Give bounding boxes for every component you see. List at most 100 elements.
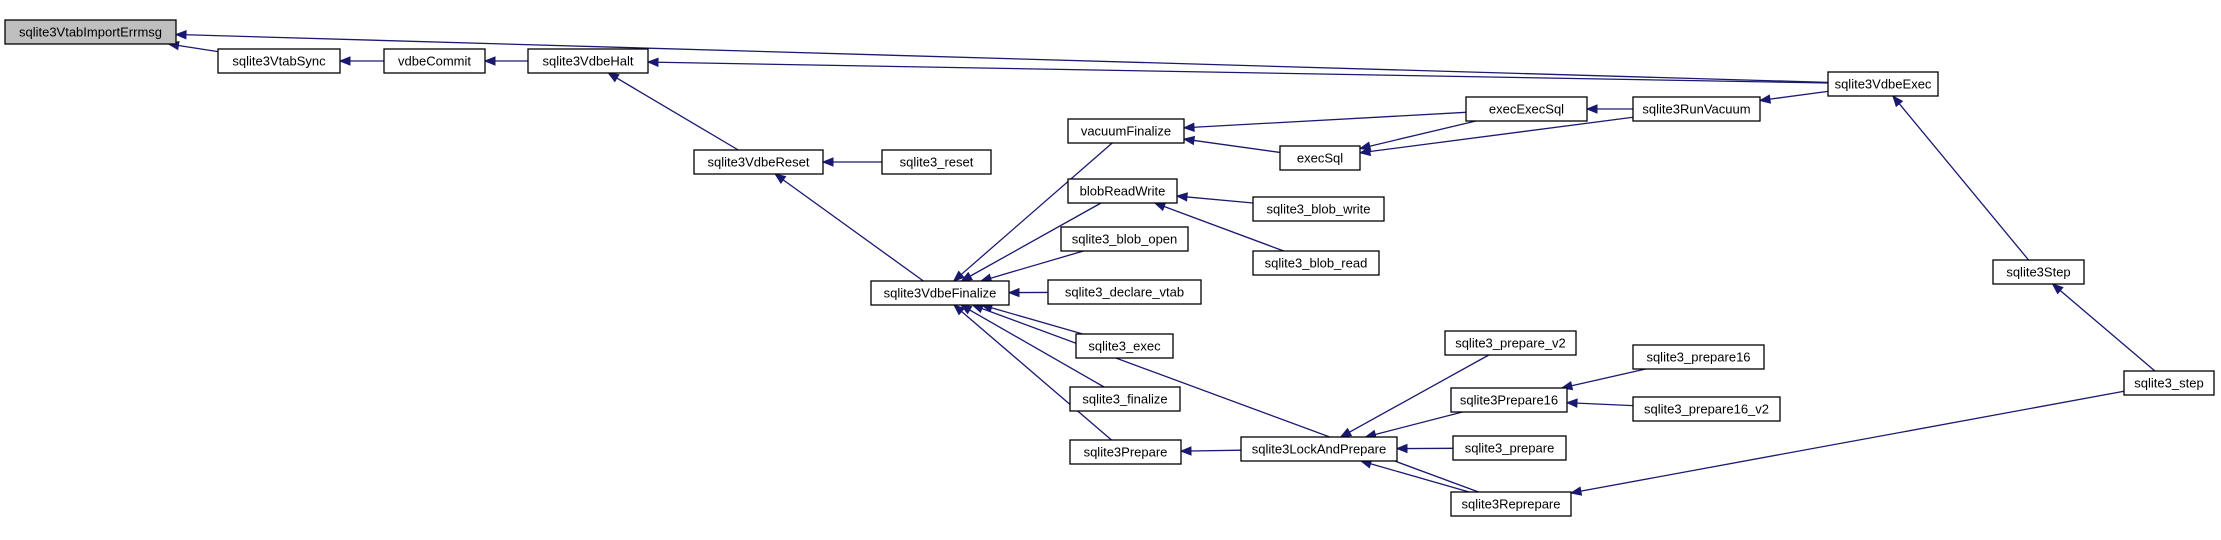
node-sqlite3-step[interactable]: sqlite3_step bbox=[2123, 370, 2215, 396]
node-sqlite3vtabimporterrmsg[interactable]: sqlite3VtabImportErrmsg bbox=[4, 19, 177, 45]
edge-line bbox=[960, 142, 1113, 275]
edge-sqlite3-finalize-to-sqlite3vdbefinalize bbox=[959, 304, 1105, 388]
node-sqlite3prepare[interactable]: sqlite3Prepare bbox=[1069, 439, 1182, 465]
node-sqlite3-prepare[interactable]: sqlite3_prepare bbox=[1452, 435, 1567, 461]
arrowhead-icon bbox=[1182, 122, 1195, 132]
node-label: sqlite3_step bbox=[2134, 376, 2203, 391]
node-sqlite3vdbehalt[interactable]: sqlite3VdbeHalt bbox=[527, 48, 649, 74]
edge-sqlite3-blob-open-to-sqlite3vdbefinalize bbox=[979, 250, 1084, 283]
edge-sqlite3-prepare16-to-sqlite3prepare16 bbox=[1560, 368, 1646, 391]
node-box bbox=[527, 48, 649, 74]
node-label: blobReadWrite bbox=[1080, 184, 1166, 199]
arrowhead-icon bbox=[338, 56, 351, 66]
edge-sqlite3-prepare-to-sqlite3lockandprepare bbox=[1395, 443, 1454, 454]
arrowhead-icon bbox=[960, 271, 973, 282]
edge-sqlite3lockandprepare-to-sqlite3prepare bbox=[1179, 446, 1242, 456]
arrowhead-icon bbox=[1175, 192, 1188, 202]
edge-vdbecommit-to-sqlite3vtabsync bbox=[338, 56, 384, 66]
edge-line bbox=[1571, 368, 1646, 387]
edge-line bbox=[782, 179, 924, 282]
arrowhead-icon bbox=[821, 157, 834, 167]
node-sqlite3vdbereset[interactable]: sqlite3VdbeReset bbox=[693, 149, 824, 175]
edge-line bbox=[1190, 449, 1242, 452]
edge-sqlite3prepare-to-sqlite3vdbefinalize bbox=[952, 304, 1112, 441]
node-label: sqlite3_reset bbox=[900, 155, 974, 170]
edge-vacuumfinalize-to-sqlite3vdbefinalize bbox=[952, 142, 1113, 282]
node-box bbox=[1632, 96, 1761, 122]
arrowhead-icon bbox=[1758, 94, 1772, 104]
node-box bbox=[1240, 436, 1398, 462]
node-label: execSql bbox=[1297, 151, 1343, 166]
arrowhead-icon bbox=[2051, 283, 2064, 295]
node-label: sqlite3_blob_read bbox=[1265, 256, 1368, 271]
node-sqlite3prepare16[interactable]: sqlite3Prepare16 bbox=[1450, 387, 1568, 413]
edge-line bbox=[1193, 111, 1467, 128]
node-sqlite3-finalize[interactable]: sqlite3_finalize bbox=[1069, 386, 1181, 412]
edge-line bbox=[1369, 120, 1477, 147]
node-sqlite3reprepare[interactable]: sqlite3Reprepare bbox=[1450, 491, 1572, 517]
edge-execexecsql-to-vacuumfinalize bbox=[1182, 111, 1467, 132]
node-box bbox=[870, 280, 1010, 306]
node-box bbox=[1632, 344, 1765, 370]
edge-sqlite3-exec-to-sqlite3vdbefinalize bbox=[980, 303, 1083, 335]
node-sqlite3vdbefinalize[interactable]: sqlite3VdbeFinalize bbox=[870, 280, 1010, 306]
node-blobreadwrite[interactable]: blobReadWrite bbox=[1067, 178, 1178, 204]
node-box bbox=[383, 48, 486, 74]
arrowhead-icon bbox=[1395, 443, 1408, 454]
node-label: sqlite3VdbeExec bbox=[1835, 77, 1932, 92]
node-box bbox=[1992, 259, 2085, 285]
node-box bbox=[1444, 330, 1577, 356]
node-sqlite3-prepare16-v2[interactable]: sqlite3_prepare16_v2 bbox=[1632, 396, 1781, 422]
node-label: vdbeCommit bbox=[398, 54, 471, 69]
node-sqlite3-exec[interactable]: sqlite3_exec bbox=[1075, 333, 1174, 359]
node-sqlite3vdbeexec[interactable]: sqlite3VdbeExec bbox=[1827, 71, 1939, 97]
node-label: sqlite3VdbeHalt bbox=[542, 54, 633, 69]
edge-line bbox=[1369, 116, 1634, 153]
node-sqlite3runvacuum[interactable]: sqlite3RunVacuum bbox=[1632, 96, 1761, 122]
node-sqlite3-reset[interactable]: sqlite3_reset bbox=[881, 149, 992, 175]
edge-line bbox=[1349, 354, 1490, 433]
node-vacuumfinalize[interactable]: vacuumFinalize bbox=[1067, 118, 1185, 144]
node-sqlite3step[interactable]: sqlite3Step bbox=[1992, 259, 2085, 285]
edge-line bbox=[178, 44, 219, 53]
edge-sqlite3-reset-to-sqlite3vdbereset bbox=[821, 157, 882, 167]
arrowhead-icon bbox=[774, 173, 787, 184]
arrowhead-icon bbox=[1339, 427, 1353, 438]
node-vdbecommit[interactable]: vdbeCommit bbox=[383, 48, 486, 74]
node-box bbox=[1450, 491, 1572, 517]
edges-layer bbox=[167, 30, 2156, 496]
edge-line bbox=[981, 307, 1479, 493]
node-sqlite3lockandprepare[interactable]: sqlite3LockAndPrepare bbox=[1240, 436, 1398, 462]
node-box bbox=[1632, 396, 1781, 422]
node-box bbox=[1450, 387, 1568, 413]
node-box bbox=[1060, 226, 1189, 252]
arrowhead-icon bbox=[959, 304, 973, 315]
edge-line bbox=[2059, 289, 2156, 372]
node-label: sqlite3Reprepare bbox=[1461, 497, 1560, 512]
node-box bbox=[1252, 250, 1380, 276]
node-execsql[interactable]: execSql bbox=[1279, 145, 1361, 171]
edge-line bbox=[1163, 205, 1284, 252]
arrowhead-icon bbox=[174, 30, 187, 40]
edge-execsql-to-vacuumfinalize bbox=[1182, 135, 1281, 154]
node-box bbox=[1452, 435, 1567, 461]
node-sqlite3vtabsync[interactable]: sqlite3VtabSync bbox=[217, 48, 341, 74]
edge-line bbox=[961, 311, 1112, 441]
edge-line bbox=[1769, 90, 1829, 100]
arrowhead-icon bbox=[1569, 486, 1583, 496]
node-sqlite3-blob-open[interactable]: sqlite3_blob_open bbox=[1060, 226, 1189, 252]
node-label: sqlite3_prepare16 bbox=[1646, 350, 1750, 365]
node-sqlite3-blob-write[interactable]: sqlite3_blob_write bbox=[1252, 196, 1385, 222]
node-box bbox=[1827, 71, 1939, 97]
edge-line bbox=[1580, 390, 2125, 492]
edge-line bbox=[185, 34, 1829, 84]
node-sqlite3-declare-vtab[interactable]: sqlite3_declare_vtab bbox=[1047, 279, 1202, 305]
node-label: execExecSql bbox=[1489, 102, 1564, 117]
node-sqlite3-prepare-v2[interactable]: sqlite3_prepare_v2 bbox=[1444, 330, 1577, 356]
arrowhead-icon bbox=[607, 72, 620, 83]
edge-sqlite3step-to-sqlite3vdbeexec bbox=[1892, 94, 2030, 261]
node-sqlite3-blob-read[interactable]: sqlite3_blob_read bbox=[1252, 250, 1380, 276]
node-sqlite3-prepare16[interactable]: sqlite3_prepare16 bbox=[1632, 344, 1765, 370]
node-execexecsql[interactable]: execExecSql bbox=[1465, 96, 1588, 122]
